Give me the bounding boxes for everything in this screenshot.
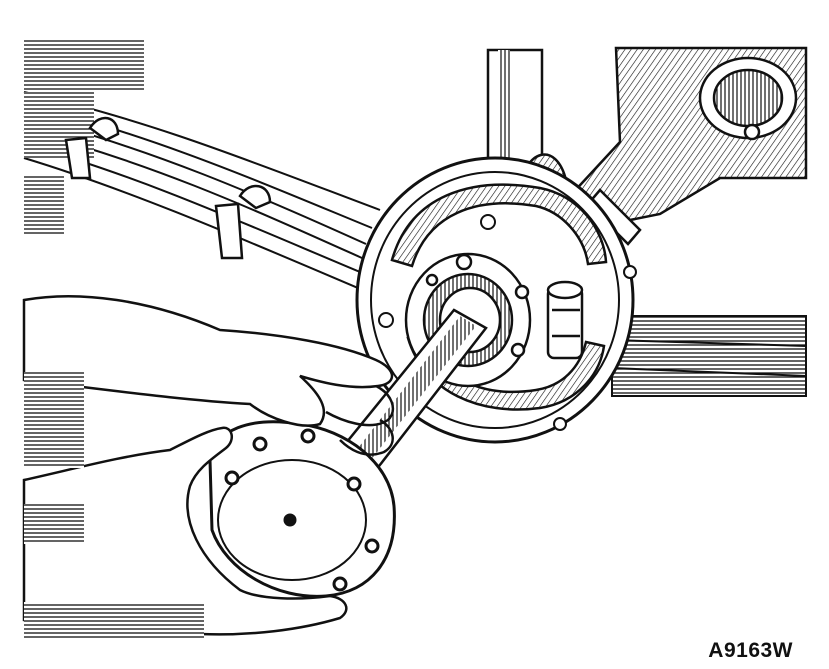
hatch-shading-left [24, 176, 84, 544]
chassis-frame [568, 46, 808, 246]
upper-hand [22, 295, 395, 456]
axle-shaft-flange [208, 420, 396, 598]
leaf-spring [23, 40, 381, 289]
lower-hand [22, 372, 348, 638]
wheel-cylinder [546, 280, 584, 360]
backplate-bolts [378, 214, 637, 431]
figure-reference-code: A9163W [708, 639, 793, 662]
spring-lower-right [611, 315, 807, 397]
spring-clip-left [64, 116, 120, 180]
spring-clip-right [214, 184, 272, 260]
